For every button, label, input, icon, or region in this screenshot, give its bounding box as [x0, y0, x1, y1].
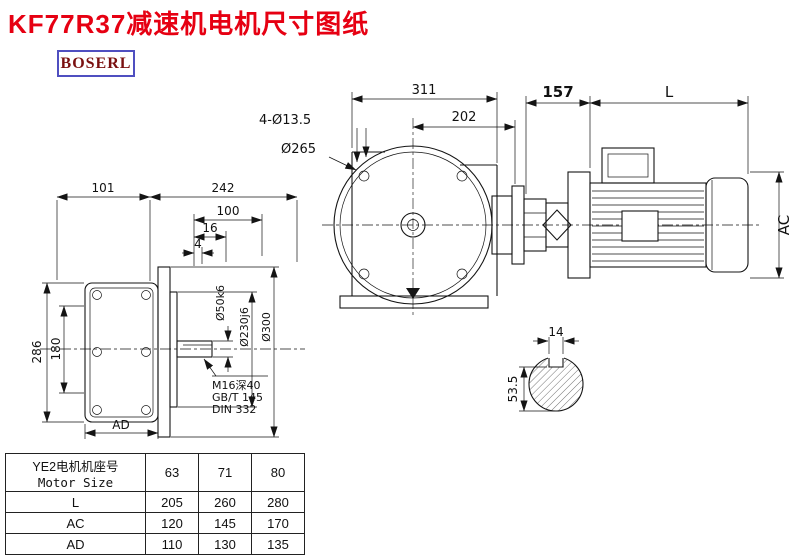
dia-spigot-label: Ø230j6: [238, 307, 251, 347]
dim-202-label: 202: [452, 110, 477, 125]
dim-4-label: 4: [194, 237, 202, 251]
note-gb-label: GB/T 145: [212, 391, 263, 404]
dim-180-label: 180: [49, 338, 63, 361]
dim-157-label: 157: [542, 83, 573, 101]
row-label-ad: AD: [5, 533, 146, 555]
row-ad-value-71: 130: [198, 533, 252, 555]
row-ad-value-80: 135: [251, 533, 305, 555]
dia-265-label: Ø265: [281, 142, 316, 157]
dim-311-label: 311: [412, 83, 437, 98]
row-ad-value-63: 110: [145, 533, 199, 555]
row-label-ac: AC: [5, 512, 146, 534]
dim-242-label: 242: [212, 181, 235, 195]
row-l-value-71: 260: [198, 491, 252, 513]
row-ac-value-63: 120: [145, 512, 199, 534]
dim-l-label: L: [665, 83, 674, 101]
dim-key-height-label: 53.5: [506, 376, 520, 403]
dim-101-label: 101: [92, 181, 115, 195]
row-l-value-80: 280: [251, 491, 305, 513]
table-row-ac: AC 120 145 170: [5, 512, 305, 534]
dia-shaft-label: Ø50k6: [214, 285, 227, 321]
row-label-l: L: [5, 491, 146, 513]
table-row-ad: AD 110 130 135: [5, 533, 305, 555]
dim-ad-label: AD: [112, 418, 129, 432]
table-header-size-71: 71: [198, 453, 252, 492]
boserl-logo: BOSERL: [57, 50, 135, 77]
table-header-en: Motor Size: [37, 474, 114, 490]
table-header-row: YE2电机机座号 Motor Size 63 71 80: [5, 453, 305, 492]
shaft-section-view: 14 53.5: [506, 325, 584, 412]
note-tap-label: M16深40: [212, 379, 261, 392]
note-din-label: DIN 332: [212, 403, 256, 416]
page-title: KF77R37减速机电机尺寸图纸: [8, 9, 370, 39]
dim-bolt-holes-label: 4-Ø13.5: [259, 113, 311, 128]
table-header-size-80: 80: [251, 453, 305, 492]
motor-size-table: YE2电机机座号 Motor Size 63 71 80 L 205 260 2…: [5, 453, 305, 555]
boserl-logo-text: BOSERL: [60, 54, 132, 72]
front-view: 311 202 4-Ø13.5 Ø265 157 L AC: [259, 83, 793, 318]
side-view: 101 242 100 16 4 286 180 AD Ø50k6 Ø230j6…: [30, 181, 305, 439]
dia-flange-label: Ø300: [260, 312, 273, 342]
dim-16-label: 16: [202, 221, 217, 235]
table-header-size-63: 63: [145, 453, 199, 492]
row-ac-value-71: 145: [198, 512, 252, 534]
dim-286-label: 286: [30, 341, 44, 364]
dim-100-label: 100: [217, 204, 240, 218]
dim-key-width-label: 14: [548, 325, 563, 339]
row-ac-value-80: 170: [251, 512, 305, 534]
row-l-value-63: 205: [145, 491, 199, 513]
table-header-cn: YE2电机机座号: [32, 459, 119, 474]
dim-ac-label: AC: [775, 215, 793, 235]
table-row-l: L 205 260 280: [5, 491, 305, 513]
table-header-motor-size: YE2电机机座号 Motor Size: [5, 453, 146, 492]
